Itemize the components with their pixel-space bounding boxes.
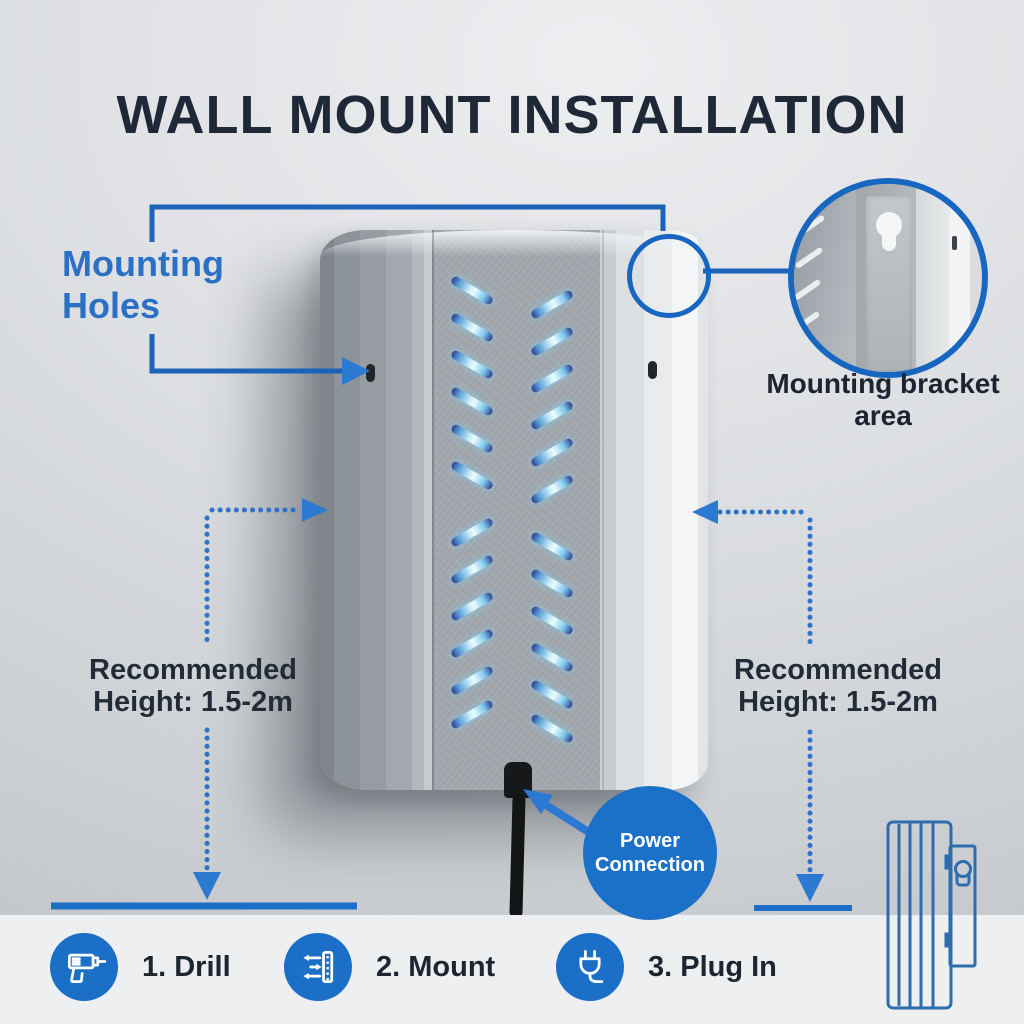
zoom-side-slot <box>952 236 957 250</box>
bracket-area-label: Mounting bracket area <box>766 368 1000 432</box>
mounting-holes-label: Mounting Holes <box>62 243 224 327</box>
callout-source-circle <box>627 234 711 318</box>
step-label: 1. Drill <box>142 950 231 983</box>
arrowhead-down-icon <box>193 872 221 900</box>
drill-icon <box>50 933 118 1001</box>
bracket-line-holes <box>149 334 342 374</box>
bracket-zoom-circle <box>788 178 988 378</box>
mount-icon <box>284 933 352 1001</box>
zoom-left-panel <box>794 189 856 372</box>
power-connection-label: Power Connection <box>595 830 705 876</box>
keyhole-stem <box>882 232 896 251</box>
zoom-right-panel <box>916 184 952 372</box>
steps-strip: 1. Drill <box>0 915 1024 1024</box>
mounting-hole-right <box>648 361 657 379</box>
step-label: 2. Mount <box>376 950 496 983</box>
power-cord-cable <box>509 793 526 919</box>
recommended-height-label-left: Recommended Height: 1.5-2m <box>89 654 297 718</box>
plug-icon <box>556 933 624 1001</box>
step-drill: 1. Drill <box>50 933 231 1001</box>
page-title: WALL MOUNT INSTALLATION <box>116 85 908 145</box>
step-plug-in: 3. Plug In <box>556 933 777 1001</box>
mounting-hole-left <box>366 364 375 382</box>
device-photo <box>320 230 708 790</box>
step-mount: 2. Mount <box>284 933 495 1001</box>
power-cord-connector <box>504 762 532 798</box>
power-connection-badge: Power Connection <box>583 786 717 920</box>
arrowhead-down-icon <box>796 874 824 902</box>
recommended-height-label-right: Recommended Height: 1.5-2m <box>734 654 942 718</box>
step-label: 3. Plug In <box>648 950 777 983</box>
zoom-bright-edge <box>950 184 970 372</box>
